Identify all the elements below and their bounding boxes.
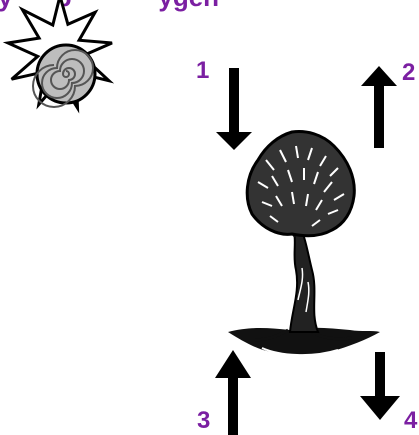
arrow-1-label: 1 — [196, 57, 209, 84]
sun-icon — [8, 0, 112, 108]
arrow-2-label: 2 — [402, 59, 415, 86]
arrow-1-down — [216, 68, 252, 150]
tree-icon — [228, 132, 380, 356]
arrow-3-up — [215, 350, 251, 435]
arrow-3-label: 3 — [197, 407, 210, 434]
arrow-4-label: 4 — [404, 407, 418, 434]
arrow-2-up — [361, 66, 397, 148]
header-caption: y p ygen — [0, 0, 219, 12]
arrow-4-down — [360, 352, 400, 420]
